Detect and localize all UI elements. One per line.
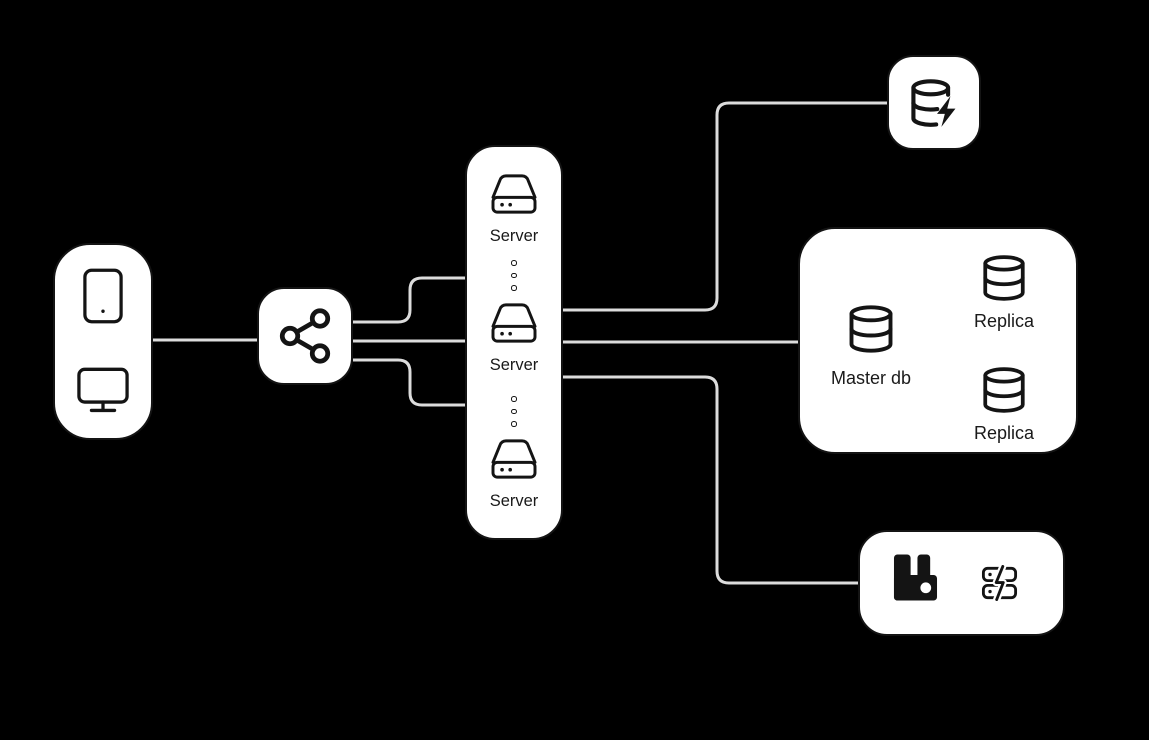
rabbitmq-icon <box>893 553 938 602</box>
database-icon <box>845 303 897 355</box>
edge-servers-queue <box>563 375 859 585</box>
ellipsis-dots <box>467 260 561 291</box>
message-queue-node <box>858 530 1065 636</box>
dot <box>511 272 517 278</box>
server-icon <box>490 438 538 480</box>
database-icon <box>979 253 1029 303</box>
flash-server-icon <box>981 565 1018 601</box>
server-item: Server <box>467 302 561 376</box>
cache-node <box>887 55 981 150</box>
replica-db-label: Replica <box>973 423 1035 443</box>
server-icon <box>490 173 538 215</box>
edge-servers-cache <box>563 101 888 312</box>
load-balancer-node <box>257 287 353 385</box>
dot <box>511 408 517 414</box>
clients-node <box>53 243 153 440</box>
edge-lb-server-bottom <box>353 358 465 407</box>
tablet-icon <box>83 268 123 324</box>
share-icon <box>275 306 335 366</box>
database-zap-icon <box>908 77 960 129</box>
edge-lb-server-top <box>353 276 465 324</box>
ellipsis-dots <box>467 396 561 427</box>
dot <box>511 396 517 402</box>
dot <box>511 260 517 266</box>
monitor-icon <box>77 367 129 414</box>
server-icon <box>490 302 538 344</box>
dot <box>511 285 517 291</box>
master-db-label: Master db <box>830 368 912 388</box>
server-label: Server <box>489 492 539 510</box>
dot <box>511 421 517 427</box>
server-item: Server <box>467 438 561 512</box>
database-cluster-node: Master db Replica Replica <box>798 227 1078 454</box>
replica-db: Replica <box>952 365 1056 445</box>
server-pool-node: Server Server <box>465 145 563 540</box>
server-item: Server <box>467 173 561 247</box>
replica-db: Replica <box>952 253 1056 333</box>
replica-db-label: Replica <box>973 311 1035 331</box>
server-label: Server <box>489 227 539 245</box>
master-db: Master db <box>816 303 926 390</box>
server-label: Server <box>489 356 539 374</box>
database-icon <box>979 365 1029 415</box>
